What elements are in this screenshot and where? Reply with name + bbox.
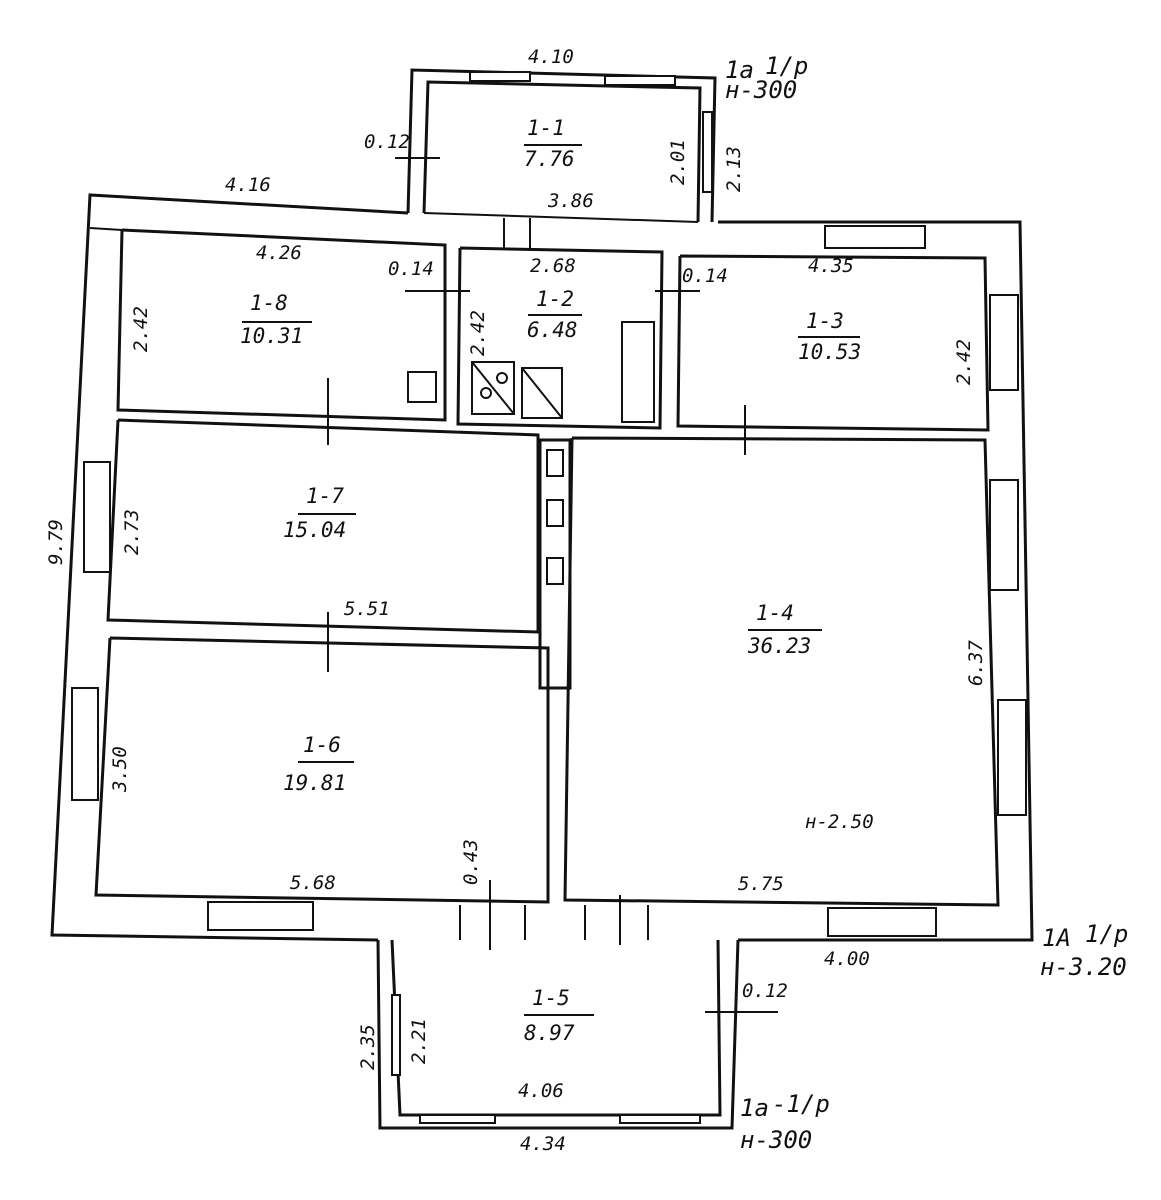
dim-partition: 0.43: [460, 839, 482, 885]
dim-r8-width: 4.26: [256, 242, 302, 264]
mark-top-annex-a: 1а: [725, 56, 754, 84]
dimension-labels: 4.10 0.12 2.01 2.13 3.86 4.16 4.26 0.14 …: [45, 46, 987, 1155]
room-1-6-walls: [71, 636, 550, 931]
mark-main-a: 1А: [1042, 924, 1071, 952]
mark-main-b: 1/р: [1085, 920, 1128, 948]
entrance-area: [459, 905, 649, 940]
dim-r2-height: 2.42: [467, 310, 489, 356]
dim-r8-wall: 0.14: [388, 258, 434, 280]
dim-bottom-annex-inner-h: 2.21: [408, 1018, 430, 1064]
dim-r3-width: 4.35: [808, 255, 854, 277]
dim-r4-width: 5.75: [738, 873, 784, 895]
bottom-annex: [376, 939, 778, 1130]
dim-top-annex-width: 4.10: [528, 46, 574, 68]
room-1-3-walls: [676, 225, 1019, 432]
mark-top-annex-b: 1/р: [765, 52, 808, 80]
room-1-3-area: 10.53: [798, 340, 861, 364]
room-1-7-walls: [83, 418, 540, 634]
room-1-5-area: 8.97: [524, 1021, 575, 1045]
mark-top-annex-h: н-300: [725, 76, 797, 104]
dim-bottom-annex-inner-w: 4.06: [518, 1080, 564, 1102]
dim-r7-width: 5.51: [344, 598, 390, 620]
dim-r3-wall: 0.14: [682, 265, 728, 287]
dim-top-annex-wall: 0.12: [364, 131, 410, 153]
dim-bottom-annex-wall: 0.12: [742, 980, 788, 1002]
dim-main-top-left: 4.16: [225, 174, 271, 196]
room-1-1-area: 7.76: [524, 147, 575, 171]
room-1-4-id: 1-4: [756, 601, 794, 625]
dim-r2-width: 2.68: [530, 255, 576, 277]
dim-r6-height: 3.50: [109, 746, 131, 793]
room-1-8-id: 1-8: [250, 291, 288, 315]
mark-bottom-annex-h: н-300: [740, 1126, 812, 1154]
dim-r8-height: 2.42: [130, 306, 152, 352]
room-1-8-area: 10.31: [240, 324, 303, 348]
outer-walls: [50, 193, 1034, 942]
room-1-2-area: 6.48: [527, 318, 578, 342]
dim-r6-width: 5.68: [290, 872, 336, 894]
room-1-5-id: 1-5: [532, 986, 570, 1010]
building-marks: 1а 1/р н-300 1А 1/р н-3.20 1а -1/р н-300: [725, 52, 1128, 1154]
room-1-2-id: 1-2: [536, 287, 574, 311]
dim-bottom-right: 4.00: [824, 948, 870, 970]
mark-bottom-annex-b: -1/р: [772, 1090, 830, 1118]
room-labels: 1-1 7.76 1-2 6.48 1-3 10.53 1-4 36.23 1-…: [240, 116, 861, 1045]
room-1-2-walls: [407, 218, 664, 430]
door-marks: [327, 290, 746, 950]
dim-r4-height: 6.37: [965, 640, 987, 686]
dim-bottom-annex-outer-w: 4.34: [520, 1133, 566, 1155]
room-1-4-area: 36.23: [747, 634, 811, 658]
dim-r3-height: 2.42: [953, 339, 975, 385]
room-1-6-area: 19.81: [283, 771, 346, 795]
room-1-4-walls: [563, 436, 1027, 937]
room-1-6-id: 1-6: [303, 733, 341, 757]
dim-bottom-annex-outer-h: 2.35: [357, 1024, 379, 1070]
room-1-7-area: 15.04: [283, 518, 346, 542]
room-1-1-id: 1-1: [527, 116, 565, 140]
dim-top-annex-inner-h: 2.01: [667, 139, 689, 185]
dim-top-annex-inner-w: 3.86: [547, 190, 594, 212]
dim-r7-height: 2.73: [121, 509, 143, 555]
dim-left-total: 9.79: [45, 519, 67, 565]
chimney-block: [538, 438, 572, 690]
top-annex: [395, 68, 717, 223]
room-1-7-id: 1-7: [306, 484, 344, 508]
mark-bottom-annex-a: 1а: [740, 1094, 769, 1122]
room-1-3-id: 1-3: [806, 309, 844, 333]
dim-r4-ceiling: н-2.50: [805, 811, 874, 833]
mark-main-h: н-3.20: [1040, 953, 1127, 981]
dim-top-annex-outer-h: 2.13: [723, 146, 745, 192]
